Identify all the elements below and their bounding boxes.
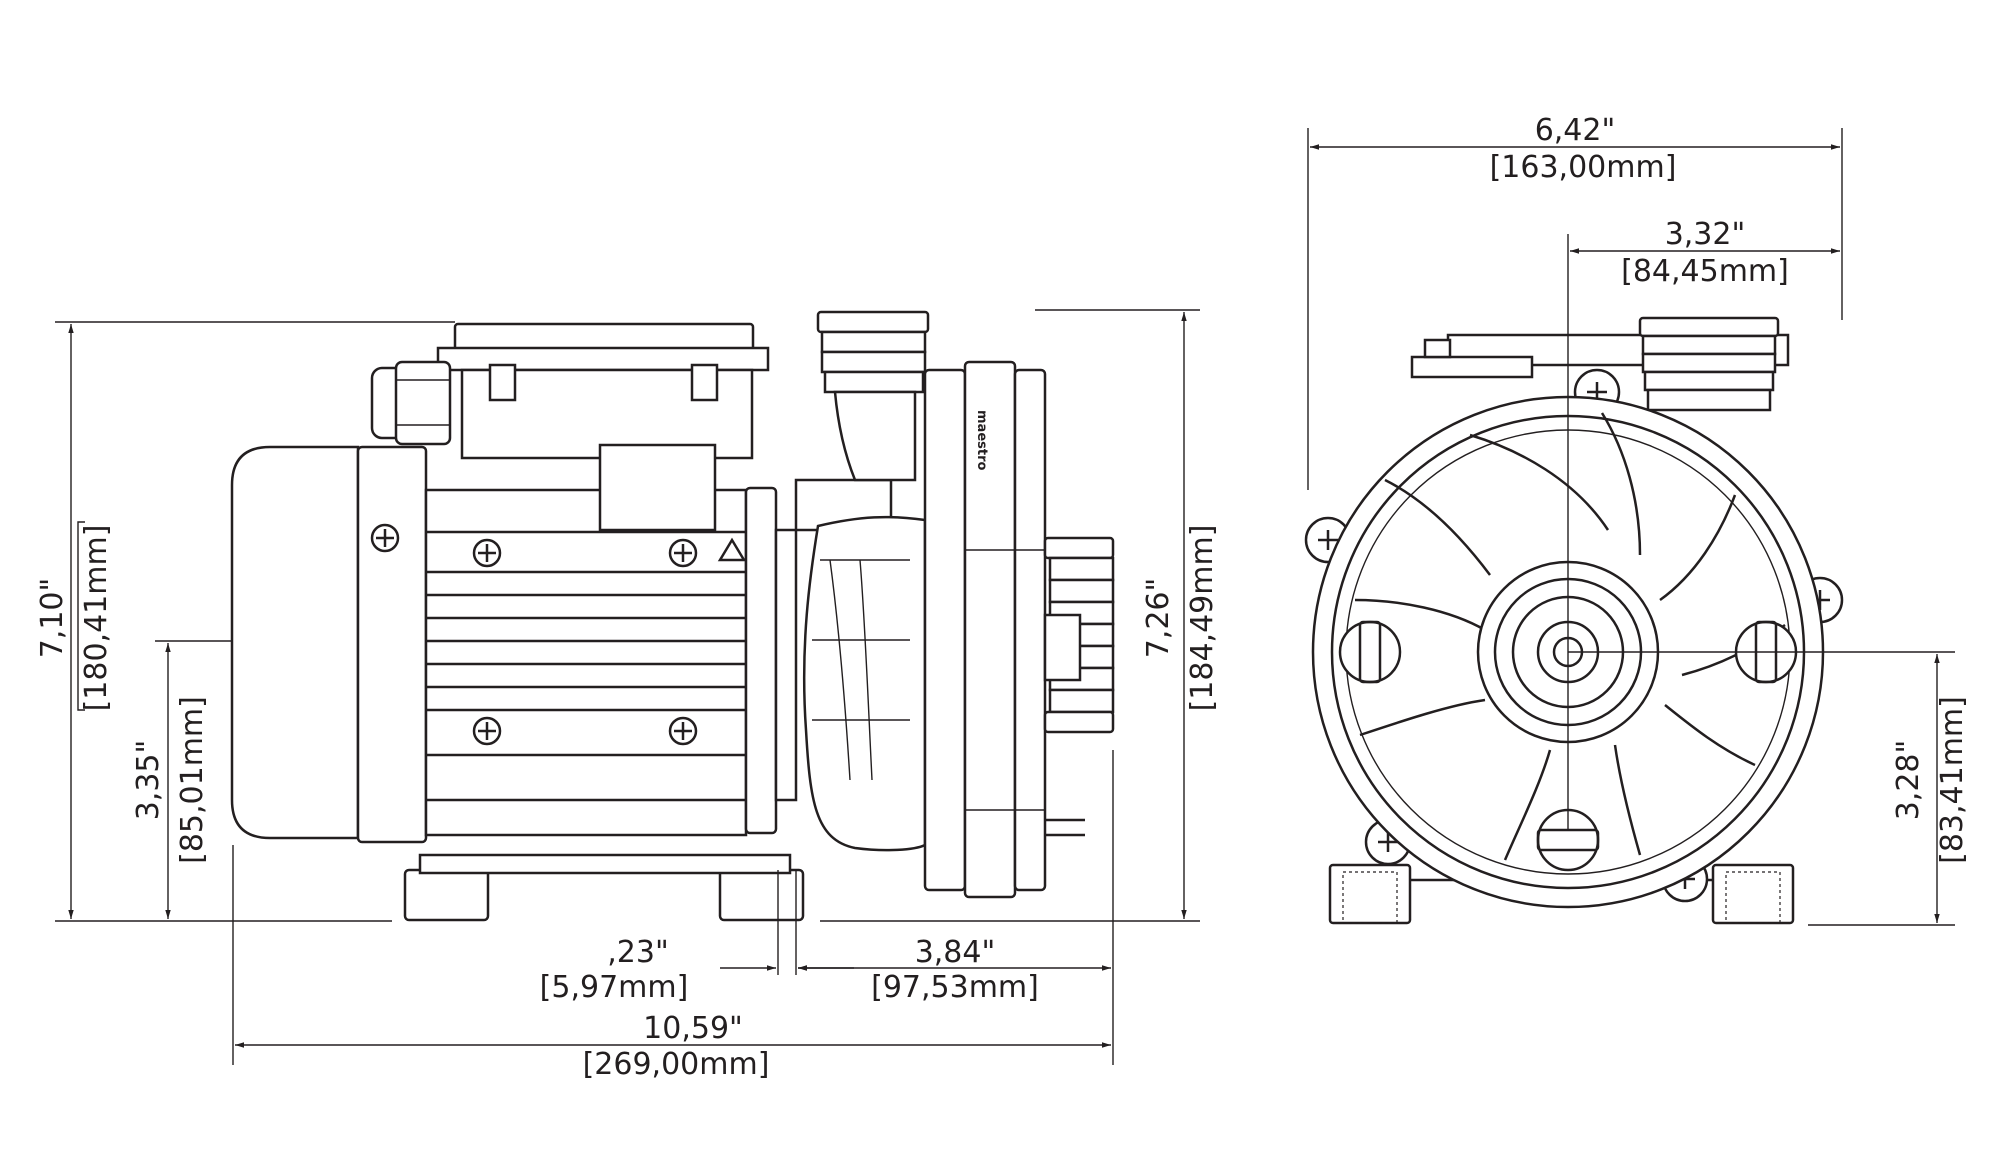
svg-text:[97,53mm]: [97,53mm] [871, 970, 1039, 1005]
dimension-center-to-outlet: 3,32" [84,45mm] [1621, 217, 1789, 289]
outlet-thread [816, 310, 930, 482]
outlet-thread-front [1638, 316, 1780, 412]
dimension-center-height: 3,28" [83,41mm] [1891, 696, 1970, 864]
front-view [1304, 316, 1844, 925]
svg-text:3,32": 3,32" [1665, 217, 1746, 252]
svg-text:[163,00mm]: [163,00mm] [1490, 150, 1677, 185]
screw-icon [668, 538, 698, 568]
svg-text:6,42": 6,42" [1535, 113, 1616, 148]
screw-icon [472, 538, 502, 568]
svg-text:[84,45mm]: [84,45mm] [1621, 254, 1789, 289]
svg-text:[83,41mm]: [83,41mm] [1935, 696, 1970, 864]
screw-icon [370, 523, 400, 553]
svg-text:[5,97mm]: [5,97mm] [540, 970, 689, 1005]
screw-icon [472, 716, 502, 746]
cooling-fins [426, 530, 746, 802]
dimension-total-width: 6,42" [163,00mm] [1490, 113, 1677, 185]
svg-text:3,28": 3,28" [1891, 740, 1926, 821]
dimension-outlet-height: 7,26" [184,49mm] [1141, 525, 1220, 712]
dimension-suction-length: 3,84" [97,53mm] [871, 935, 1039, 1005]
drain-plug-icon [1338, 620, 1402, 684]
svg-text:3,84": 3,84" [915, 935, 996, 970]
brand-logo: maestro [974, 410, 989, 470]
svg-text:3,35": 3,35" [131, 740, 166, 821]
side-view: maestro [230, 310, 1115, 922]
dimension-total-height: 7,10" [180,41mm] [35, 521, 114, 712]
svg-text:[269,00mm]: [269,00mm] [583, 1047, 770, 1082]
svg-text:[85,01mm]: [85,01mm] [175, 696, 210, 864]
cable-gland [370, 360, 452, 446]
svg-text:,23": ,23" [607, 935, 669, 970]
svg-text:7,10": 7,10" [35, 578, 70, 659]
ground-symbol-icon [717, 537, 747, 562]
dimension-total-length: 10,59" [269,00mm] [583, 1011, 770, 1082]
svg-text:[184,49mm]: [184,49mm] [1185, 525, 1220, 712]
impeller-vanes [1354, 412, 1786, 861]
svg-text:7,26": 7,26" [1141, 578, 1176, 659]
svg-text:10,59": 10,59" [643, 1011, 743, 1046]
dimension-shaft-height: 3,35" [85,01mm] [131, 696, 210, 864]
svg-text:[180,41mm]: [180,41mm] [79, 525, 114, 712]
front-view-dimensions: 6,42" [163,00mm] 3,32" [84,45mm] 3,28" [… [1307, 113, 1970, 926]
dimension-flange-offset: ,23" [5,97mm] [540, 935, 689, 1005]
screw-icon [668, 716, 698, 746]
side-view-dimensions: 7,10" [180,41mm] 3,35" [85,01mm] 7,26" [… [35, 309, 1220, 1082]
suction-thread [1043, 536, 1115, 734]
